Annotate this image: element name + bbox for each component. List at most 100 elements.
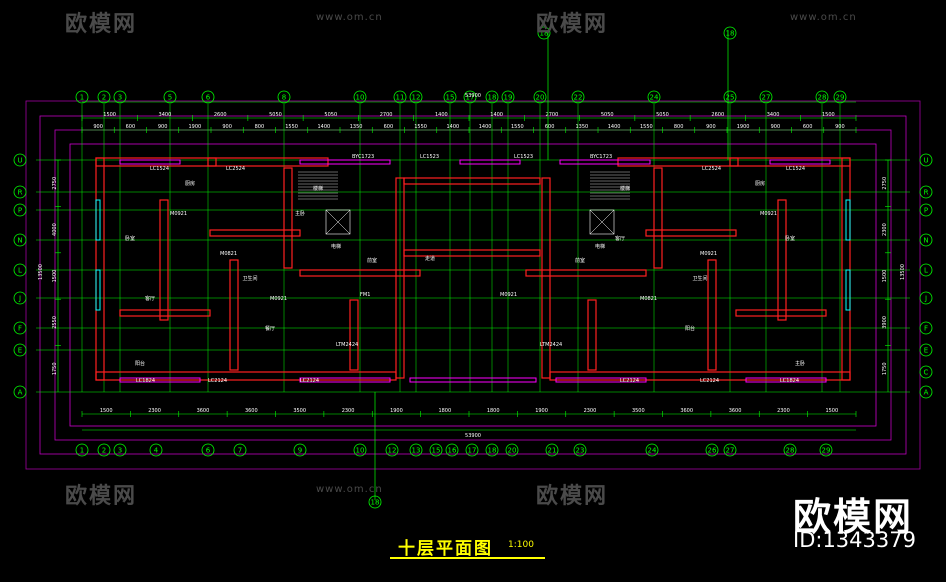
wall bbox=[395, 177, 405, 379]
room-name: 电梯 bbox=[331, 243, 341, 250]
left-axis-label: F bbox=[18, 325, 22, 333]
watermark-logo: 欧模网 bbox=[65, 484, 138, 509]
door-tag: M0921 bbox=[700, 251, 717, 257]
bottom-axis-bubble bbox=[783, 443, 797, 457]
bottom-axis-bubble bbox=[409, 443, 423, 457]
wall bbox=[541, 177, 551, 379]
boundary-line bbox=[39, 115, 907, 455]
site-boundary bbox=[25, 100, 921, 470]
top-dim-1-text: 1400 bbox=[490, 112, 503, 118]
wall bbox=[617, 157, 739, 167]
left-dim-text: 4000 bbox=[52, 223, 58, 236]
bottom-axis-label: 3 bbox=[118, 447, 122, 455]
room-name: 楼梯 bbox=[313, 185, 323, 192]
right-axis-bubble bbox=[919, 385, 933, 399]
bottom-axis-label: 1 bbox=[80, 447, 84, 455]
bottom-dim-1-text: 1800 bbox=[438, 408, 451, 414]
right-axis-bubble bbox=[919, 343, 933, 357]
top-axis-bubble bbox=[463, 90, 477, 104]
top-axis-label: 6 bbox=[206, 94, 211, 102]
watermark-url: www.om.cn bbox=[790, 12, 857, 23]
watermark-logo: 欧模网 bbox=[536, 12, 609, 37]
window-tag: LC1523 bbox=[420, 154, 439, 160]
bottom-dim-1-text: 1500 bbox=[825, 408, 838, 414]
top-dim-2-text: 1400 bbox=[608, 124, 621, 130]
bottom-dim-1-text: 2300 bbox=[342, 408, 355, 414]
right-axis-bubble bbox=[919, 291, 933, 305]
right-axis-bubble bbox=[919, 233, 933, 247]
door-tag: M0821 bbox=[220, 251, 237, 257]
boundary-line bbox=[54, 129, 892, 441]
room-name: 阳台 bbox=[135, 360, 145, 367]
room-name: 厨房 bbox=[185, 180, 195, 187]
bottom-axis-label: 18 bbox=[488, 447, 497, 455]
balcony-window bbox=[845, 269, 851, 311]
bottom-axis-label: 10 bbox=[356, 447, 365, 455]
window-lines bbox=[95, 159, 851, 383]
window-tag: BYC1723 bbox=[352, 154, 374, 160]
top-axis-bubble bbox=[759, 90, 773, 104]
room-name: 走道 bbox=[425, 255, 435, 262]
right-axis-bubble bbox=[919, 365, 933, 379]
wall bbox=[119, 309, 211, 317]
bottom-axis-bubble bbox=[113, 443, 127, 457]
right-axis-bubble bbox=[919, 321, 933, 335]
top-axis-label: 20 bbox=[536, 94, 545, 102]
boundary-line bbox=[25, 100, 921, 470]
top-dim-2-text: 1400 bbox=[318, 124, 331, 130]
bottom-axis-bubble bbox=[545, 443, 559, 457]
left-dim-text: 2550 bbox=[52, 316, 58, 329]
top-axis-bubble bbox=[571, 90, 585, 104]
wall bbox=[349, 299, 359, 371]
room-name: 卧室 bbox=[785, 235, 795, 242]
top-axis-bubble bbox=[409, 90, 423, 104]
top-dim-2-text: 600 bbox=[545, 124, 555, 130]
room-name: 卫生间 bbox=[692, 275, 707, 282]
left-axis-label: P bbox=[18, 207, 22, 215]
right-axis-label: R bbox=[924, 189, 929, 197]
top-dim-2-text: 1550 bbox=[414, 124, 427, 130]
bottom-dim-1-text: 3500 bbox=[632, 408, 645, 414]
wall bbox=[841, 157, 851, 381]
top-dim-2-text: 900 bbox=[771, 124, 781, 130]
section-mark-label: 18 bbox=[540, 30, 549, 38]
bottom-axis-bubble bbox=[465, 443, 479, 457]
top-dim-2-text: 1400 bbox=[447, 124, 460, 130]
wall bbox=[645, 229, 737, 237]
door-tag: M0921 bbox=[270, 296, 287, 302]
top-axis-label: 17 bbox=[466, 94, 475, 102]
top-dim-2-text: 600 bbox=[384, 124, 394, 130]
right-dim-text: 3900 bbox=[882, 316, 888, 329]
elevator-shaft bbox=[325, 209, 351, 235]
top-axis-label: 5 bbox=[168, 94, 172, 102]
top-dim-2-text: 1350 bbox=[350, 124, 363, 130]
top-axis-label: 27 bbox=[762, 94, 771, 102]
door-tag: M0921 bbox=[500, 292, 517, 298]
bottom-axis-bubble bbox=[75, 443, 89, 457]
top-dim-1-text: 2700 bbox=[380, 112, 393, 118]
window-tag: LC2124 bbox=[300, 378, 319, 384]
window bbox=[299, 377, 391, 383]
door-tag: M0821 bbox=[640, 296, 657, 302]
top-axis-label: 15 bbox=[446, 94, 455, 102]
elevator-cross bbox=[325, 209, 351, 235]
bottom-dim-1-text: 2300 bbox=[584, 408, 597, 414]
section-mark-bubble bbox=[723, 26, 737, 40]
top-dim-2-text: 1550 bbox=[285, 124, 298, 130]
wall bbox=[403, 249, 541, 257]
top-dim-1-text: 2600 bbox=[214, 112, 227, 118]
top-dim-2-text: 800 bbox=[255, 124, 265, 130]
bottom-axis-bubble bbox=[445, 443, 459, 457]
drawing-title-block: 十层平面图 1:100 bbox=[390, 532, 550, 559]
bottom-axis-label: 26 bbox=[708, 447, 717, 455]
bottom-dim-1-text: 1500 bbox=[100, 408, 113, 414]
top-dim-1-text: 5050 bbox=[324, 112, 337, 118]
right-axis-label: U bbox=[923, 157, 928, 165]
section-mark-label: 18 bbox=[726, 30, 735, 38]
room-name: 电梯 bbox=[595, 243, 605, 250]
top-dim-2-text: 1900 bbox=[189, 124, 202, 130]
right-axis-label: A bbox=[924, 389, 929, 397]
window bbox=[119, 159, 181, 165]
